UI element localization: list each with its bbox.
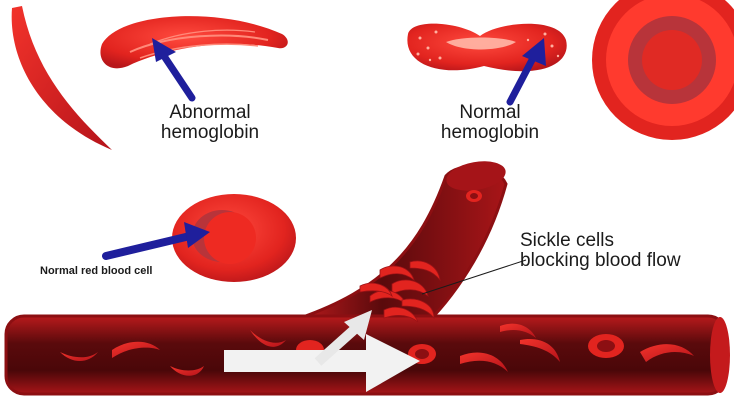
- label-sickle-line2: blocking blood flow: [520, 251, 734, 271]
- sickle-cell-abnormal: [100, 16, 287, 68]
- label-normal-hemoglobin: Normal hemoglobin: [420, 103, 560, 143]
- label-normal-red-blood-cell: Normal red blood cell: [40, 266, 200, 278]
- normal-cell-top-view-large: [592, 0, 734, 140]
- label-abnormal-line2: hemoglobin: [140, 123, 280, 143]
- label-sickle-cells: Sickle cells blocking blood flow: [520, 231, 734, 271]
- label-normal-line2: hemoglobin: [420, 123, 560, 143]
- label-abnormal-hemoglobin: Abnormal hemoglobin: [140, 103, 280, 143]
- label-sickle-line1: Sickle cells: [520, 231, 734, 251]
- label-normal-line1: Normal: [420, 103, 560, 123]
- label-abnormal-line1: Abnormal: [140, 103, 280, 123]
- sickle-cell-large: [12, 6, 112, 150]
